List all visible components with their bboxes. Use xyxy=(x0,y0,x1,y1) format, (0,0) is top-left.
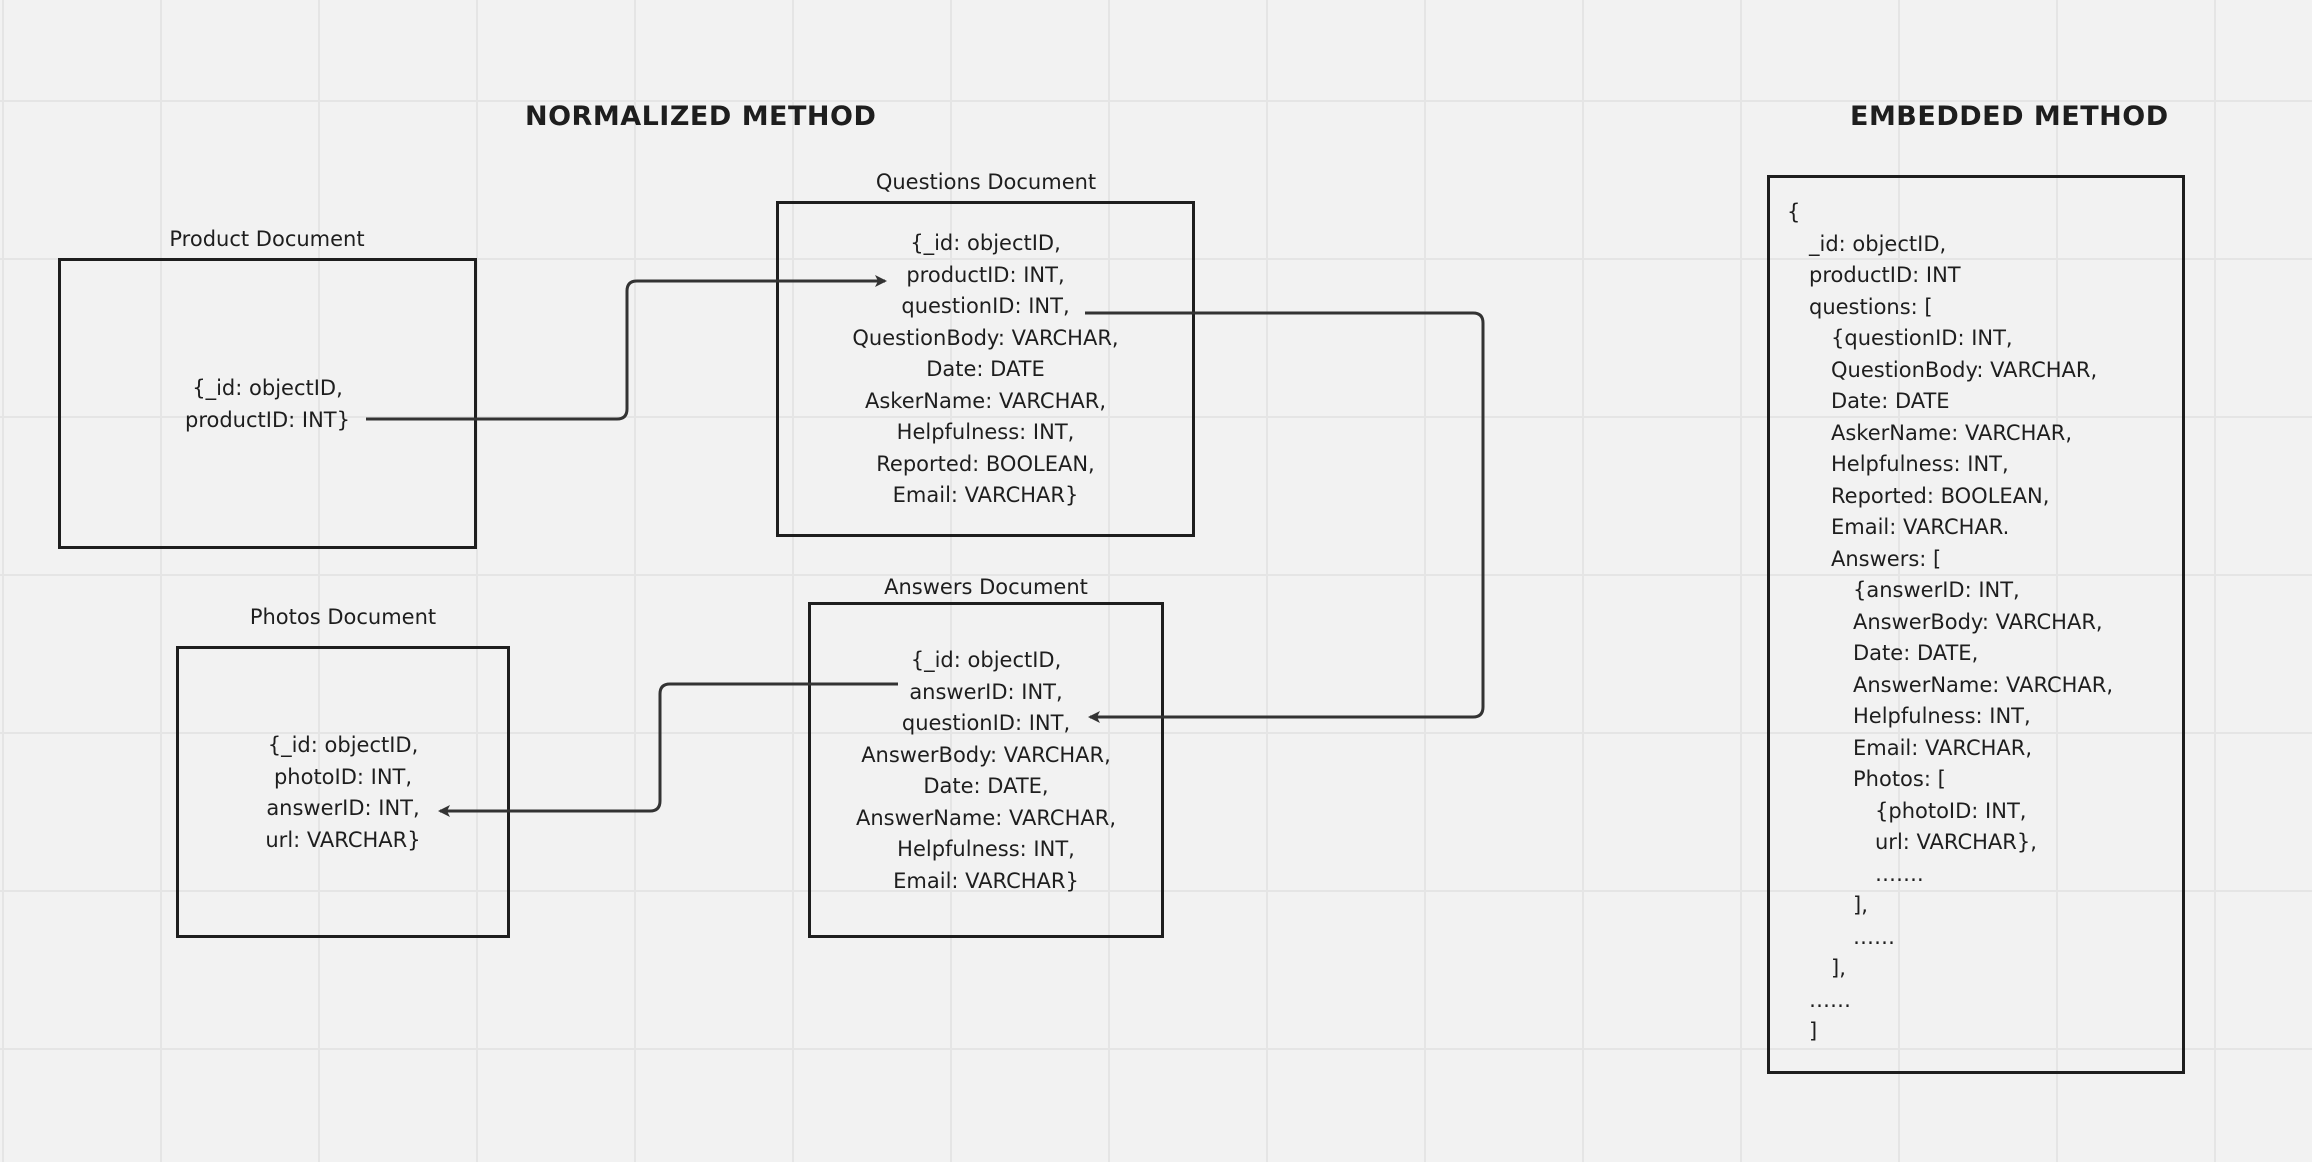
photos-document-box xyxy=(176,646,510,938)
code-line: ], xyxy=(1831,956,1846,980)
code-line: {photoID: INT, xyxy=(1875,798,2027,823)
field-line: {_id: objectID, xyxy=(192,376,343,400)
field-line: url: VARCHAR} xyxy=(265,827,421,852)
code-line: Helpfulness: INT, xyxy=(1831,452,2009,476)
code-line: AnswerName: VARCHAR, xyxy=(1853,672,2114,697)
code-line: productID: INT xyxy=(1809,263,1961,287)
code-line: ] xyxy=(1809,1019,1818,1043)
code-line: Answers: [ xyxy=(1831,546,1942,571)
photos-document-label: Photos Document xyxy=(249,605,437,629)
field-line: photoID: INT, xyxy=(273,764,413,789)
field-line: {_id: objectID, xyxy=(910,648,1062,672)
field-line: Reported: BOOLEAN, xyxy=(876,451,1095,476)
field-line: Email: VARCHAR} xyxy=(893,868,1079,893)
code-line: _id: objectID, xyxy=(1809,231,1947,256)
embedded-document-box xyxy=(1767,175,2185,1074)
field-line: AnswerBody: VARCHAR, xyxy=(861,742,1111,767)
field-line: Email: VARCHAR} xyxy=(892,483,1079,507)
normalized-method-heading: NORMALIZED METHOD xyxy=(525,101,877,132)
questions-document-box xyxy=(776,201,1195,537)
code-line: Helpfulness: INT, xyxy=(1853,704,2031,728)
code-line: …… xyxy=(1809,987,1851,1012)
code-line: Reported: BOOLEAN, xyxy=(1831,483,2050,508)
field-line: productID: INT} xyxy=(185,407,350,432)
embedded-method-heading: EMBEDDED METHOD xyxy=(1850,101,2169,132)
code-line: Email: VARCHAR, xyxy=(1853,735,2033,760)
field-line: questionID: INT, xyxy=(901,294,1070,318)
product-document-label: Product Document xyxy=(169,227,365,251)
code-line: {answerID: INT, xyxy=(1853,578,2020,602)
field-line: answerID: INT, xyxy=(909,679,1063,704)
field-line: AnswerName: VARCHAR, xyxy=(855,805,1117,830)
code-line: Date: DATE, xyxy=(1853,641,1979,665)
code-line: url: VARCHAR}, xyxy=(1875,830,2037,854)
product-document-fields: {_id: objectID, productID: INT} xyxy=(58,373,477,436)
field-line: QuestionBody: VARCHAR, xyxy=(852,325,1119,350)
field-line: Helpfulness: INT, xyxy=(896,420,1075,444)
code-line: {questionID: INT, xyxy=(1831,326,2013,350)
code-line: ……. xyxy=(1875,861,1924,886)
answers-document-box xyxy=(808,602,1164,938)
field-line: {_id: objectID, xyxy=(910,231,1061,255)
code-line: Date: DATE xyxy=(1831,389,1950,413)
code-line: Email: VARCHAR. xyxy=(1831,515,2010,539)
field-line: Date: DATE, xyxy=(923,774,1049,798)
answers-to-photos-connector xyxy=(438,682,898,817)
questions-to-answers-connector xyxy=(1085,311,1485,723)
questions-document-fields: {_id: objectID, productID: INT, questionID… xyxy=(776,228,1195,512)
field-line: AskerName: VARCHAR, xyxy=(865,388,1106,413)
code-line: Photos: [ xyxy=(1853,767,1946,791)
product-document-box xyxy=(58,258,477,549)
product-to-questions-connector xyxy=(366,275,887,421)
field-line: {_id: objectID, xyxy=(267,733,419,757)
code-line: AskerName: VARCHAR, xyxy=(1831,420,2072,445)
field-line: questionID: INT, xyxy=(901,711,1071,735)
code-line: QuestionBody: VARCHAR, xyxy=(1831,357,2098,382)
embedded-document-code: { _id: objectID, productID: INT questions: … xyxy=(1787,197,2113,1048)
questions-document-label: Questions Document xyxy=(875,170,1097,194)
field-line: Date: DATE xyxy=(926,357,1045,381)
field-line: productID: INT, xyxy=(906,262,1065,287)
photos-document-fields: {_id: objectID, photoID: INT, answerID: IN… xyxy=(176,730,510,856)
code-line: questions: [ xyxy=(1809,294,1933,319)
field-line: Helpfulness: INT, xyxy=(897,837,1075,861)
code-line: …… xyxy=(1853,924,1895,949)
answers-document-label: Answers Document xyxy=(884,575,1088,599)
field-line: answerID: INT, xyxy=(266,796,420,820)
code-line: AnswerBody: VARCHAR, xyxy=(1853,609,2103,634)
code-line: ], xyxy=(1853,893,1868,917)
answers-document-fields: {_id: objectID, answerID: INT, questionID:… xyxy=(808,645,1164,897)
code-line: { xyxy=(1787,200,1801,224)
